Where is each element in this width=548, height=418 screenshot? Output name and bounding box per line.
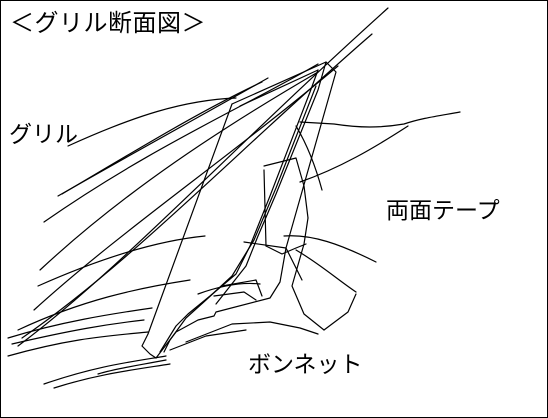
bonnet-label: ボンネット bbox=[248, 352, 363, 378]
grille-label: グリル bbox=[9, 122, 78, 148]
double-sided-tape-label: 両面テープ bbox=[386, 198, 500, 224]
diagram-title: ＜グリル断面図＞ bbox=[10, 9, 206, 37]
